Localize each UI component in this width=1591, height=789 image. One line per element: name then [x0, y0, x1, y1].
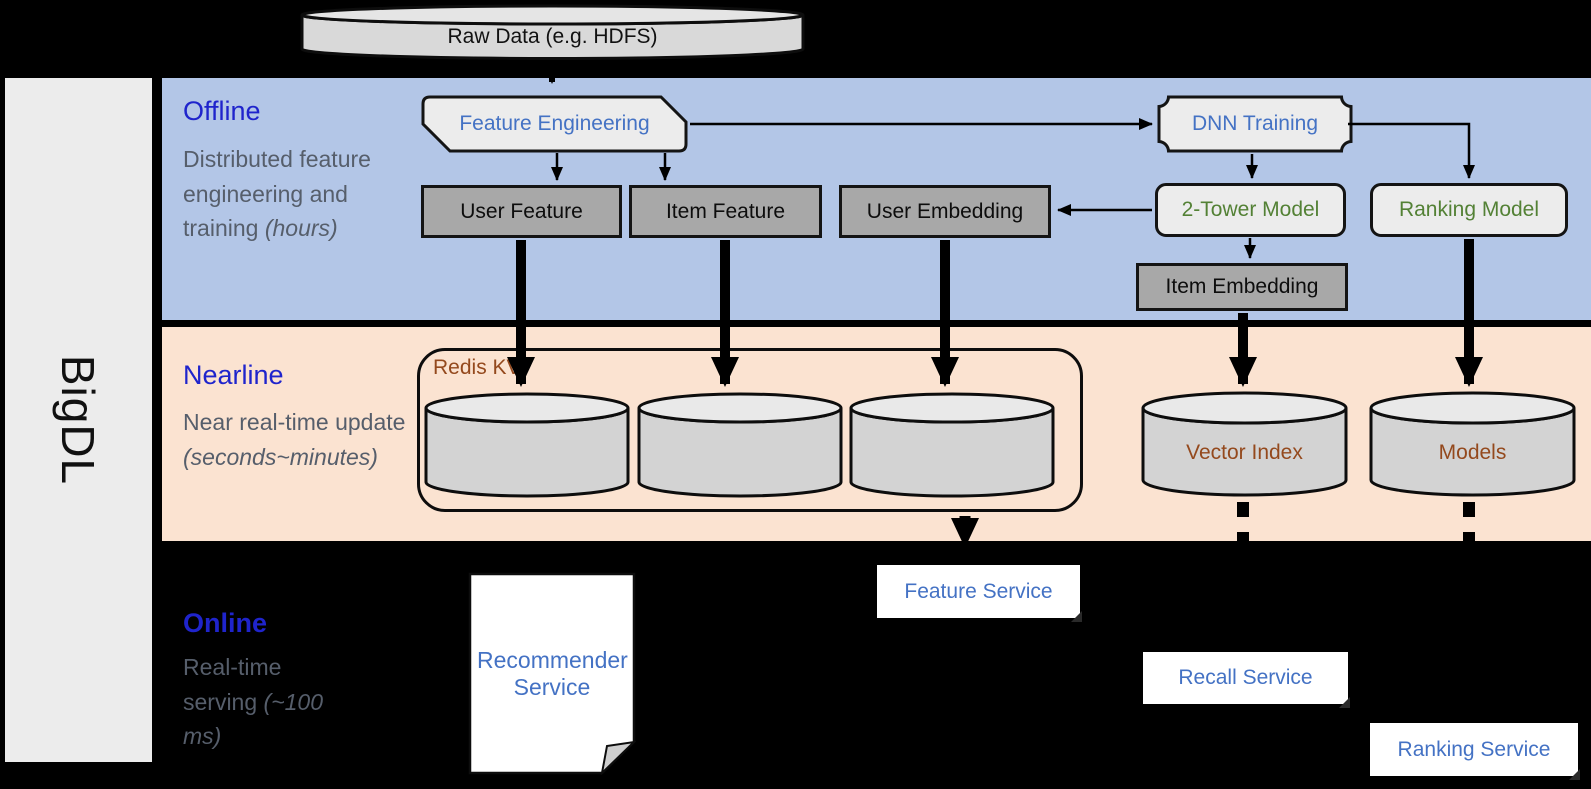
models-label: Models — [1438, 440, 1507, 464]
item-embedding-label: Item Embedding — [1165, 275, 1319, 298]
document-shape — [468, 572, 636, 775]
vector-index-label: Vector Index — [1186, 440, 1303, 464]
recall-service-node: Recall Service — [1143, 652, 1350, 708]
online-title: Online — [183, 608, 268, 638]
recall-service-label: Recall Service — [1178, 666, 1313, 689]
online-desc: Real-time serving (~100 ms) — [183, 650, 333, 754]
bigdl-brand: BigDL — [5, 78, 152, 762]
ranking-model-node: Ranking Model — [1370, 183, 1568, 237]
nearline-desc-text: Near real-time update — [183, 409, 406, 435]
two-tower-model-node: 2-Tower Model — [1155, 183, 1346, 237]
cylinder-shape — [300, 4, 805, 60]
offline-desc-text: Distributed feature engineering and trai… — [183, 146, 371, 241]
item-embedding-node: Item Embedding — [1136, 263, 1348, 311]
raw-data-store: Raw Data (e.g. HDFS) — [300, 4, 805, 61]
ranking-service-node: Ranking Service — [1370, 723, 1580, 780]
cylinder-shape — [1141, 391, 1348, 497]
user-embedding-label: User Embedding — [866, 199, 1024, 223]
user-feature-label: User Feature — [460, 199, 583, 223]
nearline-title: Nearline — [183, 360, 284, 390]
page-fold-icon — [1339, 697, 1350, 708]
models-store: Models — [1369, 391, 1576, 498]
feature-service-node: Feature Service — [877, 565, 1082, 622]
raw-data-label: Raw Data (e.g. HDFS) — [447, 24, 658, 48]
redis-kv-label: Redis KV — [433, 356, 521, 379]
ranking-model-label: Ranking Model — [1398, 198, 1540, 221]
offline-desc-note: (hours) — [264, 215, 338, 241]
user-embedding-node: User Embedding — [839, 185, 1051, 238]
bigdl-brand-label: BigDL — [52, 354, 105, 486]
bigdl-sidebar: BigDL — [5, 78, 152, 762]
two-tower-model-label: 2-Tower Model — [1181, 198, 1320, 221]
page-fold-icon — [1071, 611, 1082, 622]
dnn-training-node: DNN Training — [1157, 95, 1353, 153]
nearline-desc-note: (seconds~minutes) — [183, 443, 378, 470]
redis-shard-1 — [424, 392, 630, 498]
cylinder-shape — [424, 392, 630, 498]
page-fold-icon — [1569, 769, 1580, 780]
feature-engineering-label: Feature Engineering — [459, 112, 650, 135]
online-desc-text: Real-time serving — [183, 654, 282, 715]
card-shape — [421, 95, 688, 153]
cylinder-shape — [1369, 391, 1576, 497]
online-desc-note: (~100 ms) — [183, 688, 324, 750]
dnn-training-label: DNN Training — [1191, 112, 1319, 135]
cylinder-shape — [849, 392, 1055, 498]
recommender-service-label: Recommender Service — [477, 646, 628, 700]
ranking-service-label: Ranking Service — [1397, 737, 1551, 761]
nearline-desc: Near real-time update (seconds~minutes) — [183, 405, 415, 474]
item-feature-label: Item Feature — [665, 199, 786, 223]
band-divider — [162, 320, 1591, 327]
plaque-shape — [1157, 95, 1353, 153]
vector-index-store: Vector Index — [1141, 391, 1348, 498]
recommender-service-node: Recommender Service — [468, 572, 636, 775]
redis-shard-2 — [637, 392, 843, 498]
offline-desc: Distributed feature engineering and trai… — [183, 142, 379, 246]
feature-engineering-node: Feature Engineering — [421, 95, 688, 153]
redis-kv-container — [417, 348, 1083, 512]
user-feature-node: User Feature — [421, 185, 622, 238]
offline-title: Offline — [183, 96, 261, 126]
item-feature-node: Item Feature — [629, 185, 822, 238]
feature-service-label: Feature Service — [904, 579, 1053, 603]
cylinder-shape — [637, 392, 843, 498]
redis-shard-3 — [849, 392, 1055, 498]
